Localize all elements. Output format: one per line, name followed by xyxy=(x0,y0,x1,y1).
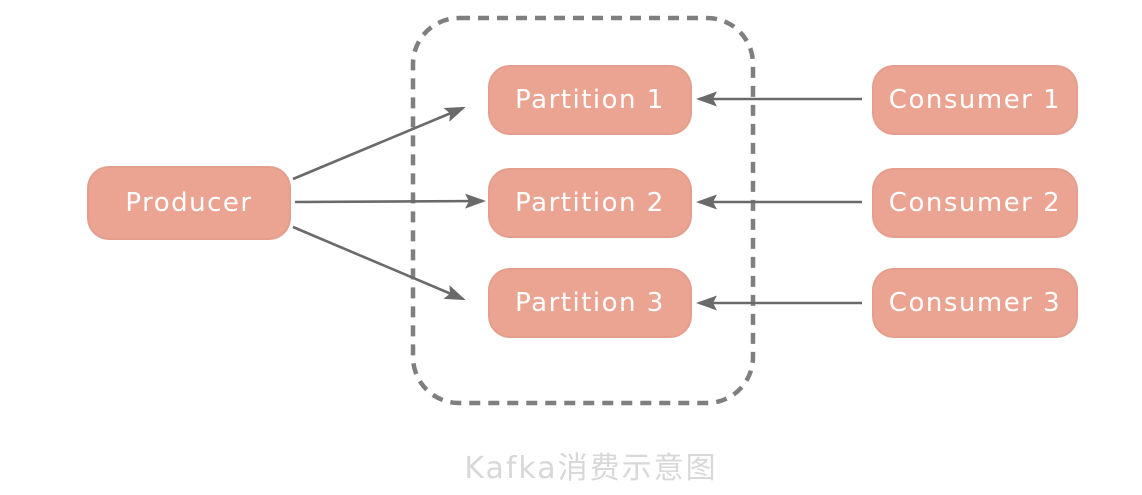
partition-1-node: Partition 1 xyxy=(488,65,692,135)
consumer-1-node: Consumer 1 xyxy=(872,65,1078,135)
partition-2-node: Partition 2 xyxy=(488,168,692,238)
arrow-producer-to-partition-1 xyxy=(292,106,466,181)
consumer-1-label: Consumer 1 xyxy=(888,85,1062,115)
arrow-producer-to-partition-2 xyxy=(294,193,486,209)
producer-node: Producer xyxy=(87,166,291,240)
partition-group-border xyxy=(410,15,756,406)
partition-1-label: Partition 1 xyxy=(515,85,665,115)
partition-3-label: Partition 3 xyxy=(515,288,665,318)
diagram-caption: Kafka消费示意图 xyxy=(464,451,718,486)
partition-2-label: Partition 2 xyxy=(515,188,665,218)
arrow-producer-to-partition-3 xyxy=(292,225,466,301)
producer-label: Producer xyxy=(125,188,253,218)
partition-3-node: Partition 3 xyxy=(488,268,692,338)
consumer-3-label: Consumer 3 xyxy=(888,288,1062,318)
consumer-3-node: Consumer 3 xyxy=(872,268,1078,338)
consumer-2-node: Consumer 2 xyxy=(872,168,1078,238)
consumer-2-label: Consumer 2 xyxy=(888,188,1062,218)
